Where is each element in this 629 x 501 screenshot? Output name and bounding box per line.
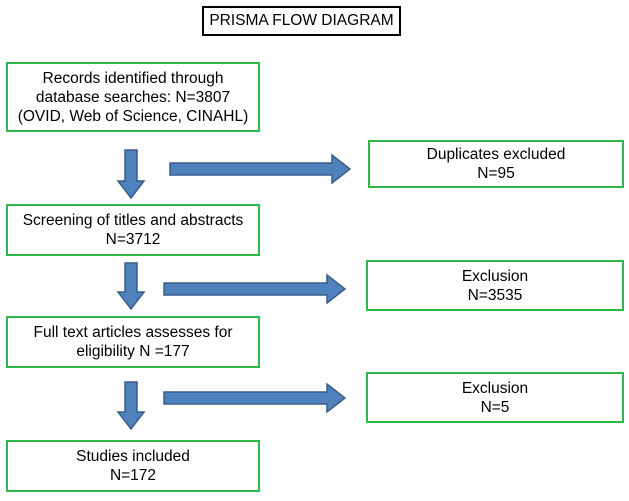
right-arrow-3 xyxy=(163,382,347,414)
full-text-box: Full text articles assesses for eligibil… xyxy=(6,316,260,368)
down-arrow-2 xyxy=(116,262,146,311)
diagram-title: PRISMA FLOW DIAGRAM xyxy=(202,6,401,36)
records-identified-box: Records identified through database sear… xyxy=(6,62,260,132)
right-arrow-2 xyxy=(163,273,347,305)
exclusion-box-1: Exclusion N=3535 xyxy=(366,260,624,311)
duplicates-excluded-box: Duplicates excluded N=95 xyxy=(368,140,624,188)
studies-included-box: Studies included N=172 xyxy=(6,440,260,492)
exclusion-box-2: Exclusion N=5 xyxy=(366,372,624,423)
down-arrow-3 xyxy=(116,381,146,431)
screening-box: Screening of titles and abstracts N=3712 xyxy=(6,204,260,256)
right-arrow-1 xyxy=(169,153,352,185)
down-arrow-1 xyxy=(116,149,146,200)
